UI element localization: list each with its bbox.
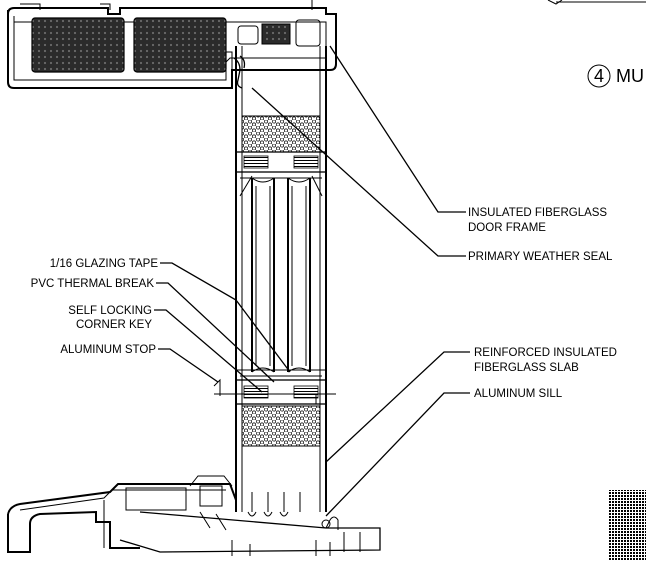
label-glazing-tape: 1/16 GLAZING TAPE [50, 258, 159, 270]
label-reinforced-slab-1: REINFORCED INSULATED [474, 347, 617, 359]
detail-number: 4 [594, 66, 604, 86]
top-right-symbol [547, 0, 646, 5]
label-aluminum-stop: ALUMINUM STOP [60, 344, 156, 356]
label-pvc-break: PVC THERMAL BREAK [31, 278, 155, 290]
leader-lines [154, 45, 470, 517]
aluminum-sill [7, 475, 381, 556]
label-insulated-frame-2: DOOR FRAME [468, 222, 546, 234]
label-primary-seal: PRIMARY WEATHER SEAL [468, 251, 613, 263]
detail-title-fragment: MU [616, 66, 644, 86]
label-insulated-frame-1: INSULATED FIBERGLASS [468, 207, 607, 219]
detail-marker: 4 MU [587, 64, 644, 88]
label-aluminum-sill: ALUMINUM SILL [474, 388, 563, 400]
door-slab [213, 46, 336, 517]
callout-labels: INSULATED FIBERGLASS DOOR FRAME PRIMARY … [31, 207, 617, 400]
detail-number-circle [587, 64, 611, 88]
label-corner-key-2: CORNER KEY [76, 319, 152, 331]
hatch-sample [608, 490, 646, 561]
primary-weather-seal [233, 55, 246, 89]
label-reinforced-slab-2: FIBERGLASS SLAB [474, 362, 579, 374]
door-frame-head [7, 0, 337, 89]
label-corner-key-1: SELF LOCKING [68, 305, 152, 317]
